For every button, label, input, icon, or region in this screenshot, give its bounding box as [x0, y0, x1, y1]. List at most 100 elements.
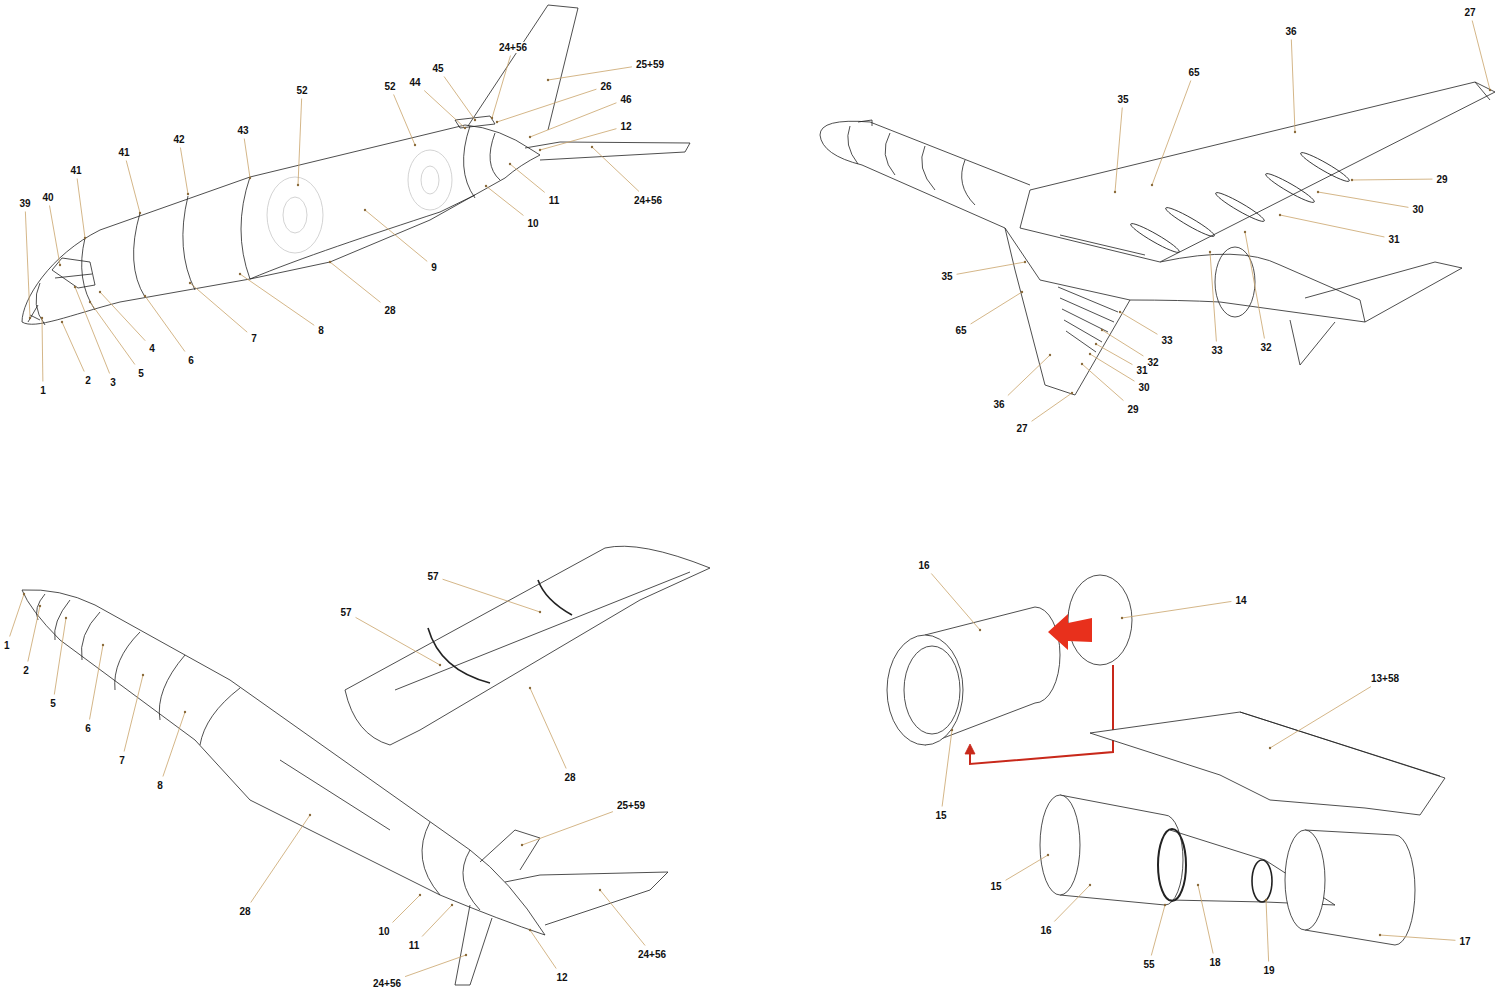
callout-number: 16 — [1039, 925, 1052, 936]
callout-number: 24+56 — [372, 978, 402, 989]
leader — [942, 729, 953, 807]
leader-dot — [142, 674, 144, 676]
leader-dot — [1379, 934, 1381, 936]
leader-line — [90, 302, 135, 365]
callout-number: 1 — [3, 640, 11, 651]
leader-line — [486, 186, 523, 215]
callout-number: 24+56 — [637, 949, 667, 960]
leader-dot — [539, 611, 541, 613]
leader — [547, 67, 632, 81]
leader — [50, 206, 62, 267]
leader-line — [492, 56, 510, 119]
leader-dot — [414, 144, 416, 146]
leader — [1197, 884, 1213, 954]
leader — [1351, 179, 1433, 181]
leader-dot — [464, 127, 466, 129]
leader — [405, 954, 467, 977]
leader-line — [1082, 364, 1123, 401]
leader — [1114, 108, 1122, 194]
callout-number: 30 — [1411, 204, 1424, 215]
callout-number: 28 — [563, 772, 576, 783]
leader-dot — [529, 136, 531, 138]
leader-dot — [102, 644, 104, 646]
leader-dot — [1049, 354, 1051, 356]
leader-dot — [547, 79, 549, 81]
callout-number: 29 — [1126, 404, 1139, 415]
leader — [163, 711, 186, 777]
airplane-top-view — [820, 82, 1495, 395]
callout-number: 46 — [619, 94, 632, 105]
callout-number: 45 — [431, 63, 444, 74]
callout-number: 65 — [1187, 67, 1200, 78]
leader — [1209, 251, 1217, 342]
callout-number: 16 — [917, 560, 930, 571]
leader-dot — [1209, 251, 1211, 253]
leader-dot — [1047, 854, 1049, 856]
callout-number: 25+59 — [635, 59, 665, 70]
callout-number: 36 — [992, 399, 1005, 410]
leader — [1101, 329, 1144, 356]
leader — [61, 321, 84, 372]
leader-dot — [979, 629, 981, 631]
leader-dot — [1089, 353, 1091, 355]
leader-line — [1210, 252, 1216, 342]
leader — [491, 56, 511, 120]
callout-number: 39 — [18, 198, 31, 209]
leader — [599, 889, 645, 946]
leader-dot — [1101, 329, 1103, 331]
leader — [1269, 687, 1371, 750]
leader — [180, 148, 189, 196]
leader — [329, 261, 381, 303]
leader-line — [1102, 330, 1143, 356]
leader-dot — [599, 889, 601, 891]
callout-number: 18 — [1208, 957, 1221, 968]
callout-number: 52 — [295, 85, 308, 96]
callout-number: 57 — [339, 607, 352, 618]
callout-number: 8 — [317, 325, 325, 336]
leader — [1472, 21, 1491, 92]
callout-number: 35 — [940, 271, 953, 282]
leader-line — [90, 645, 103, 720]
leader-dot — [184, 711, 186, 713]
leader-line — [530, 930, 556, 969]
leader-line — [330, 262, 380, 302]
leader-dot — [496, 121, 498, 123]
leader-dot — [1489, 89, 1491, 91]
leader-line — [1270, 687, 1371, 749]
leader — [1119, 311, 1158, 335]
callout-number: 2 — [84, 375, 92, 386]
leader-line — [1122, 601, 1231, 618]
leader — [251, 814, 311, 903]
leader-line — [394, 95, 415, 146]
leader — [485, 185, 524, 216]
leader — [1006, 854, 1050, 880]
callout-number: 9 — [430, 262, 438, 273]
leader-dot — [139, 212, 141, 214]
callout-number: 7 — [250, 333, 258, 344]
leader-line — [1198, 885, 1213, 954]
leader-dot — [61, 321, 63, 323]
leader-line — [365, 210, 427, 261]
callout-number: 6 — [84, 723, 92, 734]
leader-dot — [239, 273, 241, 275]
leader-line — [28, 606, 40, 662]
leader-dot — [364, 209, 366, 211]
callout-number: 2 — [22, 665, 30, 676]
leader-dot — [1265, 899, 1267, 901]
leader-dot — [329, 261, 331, 263]
callout-number: 35 — [1116, 94, 1129, 105]
leader — [1008, 354, 1051, 396]
leader — [521, 812, 613, 847]
leader-line — [1151, 905, 1165, 956]
leader — [41, 317, 43, 382]
leader — [10, 593, 26, 637]
callout-number: 42 — [172, 134, 185, 145]
leader-line — [1032, 393, 1072, 421]
leader-line — [1472, 21, 1490, 91]
leader-line — [1245, 232, 1264, 339]
leader-line — [54, 618, 66, 695]
leader-dot — [65, 617, 67, 619]
leader-line — [1054, 885, 1090, 922]
leader — [443, 579, 542, 613]
leader-line — [25, 212, 30, 319]
